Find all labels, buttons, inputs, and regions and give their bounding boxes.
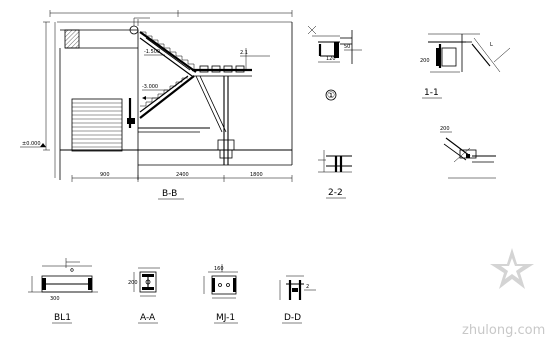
bottom-aa-title: A-A bbox=[140, 313, 156, 323]
bottom-bl1: Φ 300 BL1 bbox=[28, 258, 98, 324]
section-2-2-title: 2-2 bbox=[328, 188, 343, 198]
bottom-mj1-title: MJ-1 bbox=[216, 313, 235, 323]
svg-text:2400: 2400 bbox=[176, 172, 189, 178]
svg-text:1800: 1800 bbox=[250, 172, 263, 178]
svg-text:2: 2 bbox=[306, 284, 309, 290]
bottom-bl1-title: BL1 bbox=[54, 313, 71, 323]
main-elevation: ±0.000 900 bbox=[20, 10, 293, 200]
svg-text:2.1: 2.1 bbox=[240, 50, 248, 56]
section-1-1: 200 L 1-1 bbox=[420, 33, 511, 99]
bottom-dd: 2 D-D bbox=[279, 275, 316, 324]
section-1-1-title: 1-1 bbox=[424, 88, 439, 98]
detail-1-title: ① bbox=[327, 91, 335, 101]
svg-text:Φ: Φ bbox=[70, 268, 74, 274]
svg-text:300: 300 bbox=[50, 296, 60, 302]
detail-1: 50 120 ① bbox=[307, 25, 362, 101]
section-bb-title: B-B bbox=[162, 189, 177, 199]
svg-text:200: 200 bbox=[440, 126, 450, 132]
svg-text:900: 900 bbox=[100, 172, 110, 178]
svg-text:-3.000: -3.000 bbox=[142, 84, 158, 90]
svg-text:120: 120 bbox=[326, 56, 336, 62]
bottom-mj1: 160 MJ-1 bbox=[203, 264, 238, 324]
svg-text:±0.000: ±0.000 bbox=[22, 141, 41, 147]
watermark-text: zhulong.com bbox=[462, 323, 545, 338]
bottom-dd-title: D-D bbox=[284, 313, 301, 323]
svg-text:200: 200 bbox=[128, 280, 138, 286]
watermark-logo-icon bbox=[490, 248, 534, 289]
svg-text:160: 160 bbox=[214, 266, 224, 272]
bottom-aa: 200 A-A bbox=[128, 267, 160, 324]
svg-text:50: 50 bbox=[344, 44, 350, 50]
svg-text:-1.500: -1.500 bbox=[144, 49, 160, 55]
bracket-detail: 200 bbox=[440, 126, 496, 179]
watermark: zhulong.com bbox=[462, 248, 545, 338]
svg-text:L: L bbox=[490, 42, 493, 48]
svg-text:200: 200 bbox=[420, 58, 430, 64]
section-2-2: 2-2 bbox=[318, 150, 352, 199]
